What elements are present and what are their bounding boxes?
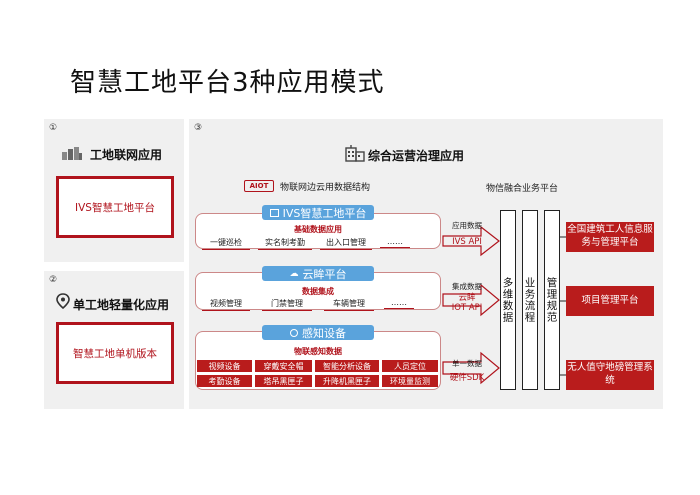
layer-cloud-item: 车辆管理 <box>324 298 374 311</box>
layer-sensor-item: 塔吊黑匣子 <box>255 375 312 387</box>
arrow-api: 硬件SDK <box>449 373 485 383</box>
output-worker-service-platform[interactable]: 全国建筑工人信息服务与管理平台 <box>566 222 654 252</box>
output-weighbridge-system[interactable]: 无人值守地磅管理系统 <box>566 360 654 390</box>
layer-ivs-sublabel: 基础数据应用 <box>294 225 342 234</box>
layer-sensor-item: 视频设备 <box>197 360 252 372</box>
column-multidim-data: 多维数据 <box>500 210 516 390</box>
layer-ivs-bar[interactable]: IVS智慧工地平台 <box>262 205 374 220</box>
arrow-api: IVS API <box>452 237 482 247</box>
layer-sensor-item: 人员定位 <box>382 360 438 372</box>
layer-cloud-item: 视频管理 <box>202 298 250 311</box>
arrow-label: 应用数据 <box>452 221 482 230</box>
layer-sensor-item: 考勤设备 <box>197 375 252 387</box>
layer-sensor-sublabel: 物联感知数据 <box>294 347 342 356</box>
layer-cloud-sublabel: 数据集成 <box>302 287 334 296</box>
layer-cloud-item: 门禁管理 <box>262 298 312 311</box>
mode-2-heading: 单工地轻量化应用 <box>73 298 170 312</box>
location-pin-icon <box>56 293 70 310</box>
page-title: 智慧工地平台3种应用模式 <box>70 68 385 98</box>
structure-label: 物联网边云用数据结构 <box>280 183 371 193</box>
building-icon <box>345 144 365 162</box>
mode-number-3: ③ <box>194 123 203 133</box>
standalone-version-box[interactable]: 智慧工地单机版本 <box>56 322 174 384</box>
layer-cloud-bar[interactable]: ☁ 云眸平台 <box>262 266 374 281</box>
layer-cloud-item: …… <box>384 298 414 309</box>
arrow-label: 单一数据 <box>452 359 482 368</box>
column-management-norms: 管理规范 <box>544 210 560 390</box>
layer-ivs-item: 实名制考勤 <box>258 237 312 250</box>
mode-number-1: ① <box>49 123 58 133</box>
layer-sensor-item: 穿戴安全帽 <box>255 360 312 372</box>
ivs-platform-box[interactable]: IVS智慧工地平台 <box>56 176 174 238</box>
layer-sensor-bar[interactable]: 感知设备 <box>262 325 374 340</box>
mode-number-2: ② <box>49 275 58 285</box>
business-platform-label: 物信融合业务平台 <box>486 184 559 194</box>
column-business-process: 业务流程 <box>522 210 538 390</box>
layer-sensor-item: 智能分析设备 <box>315 360 379 372</box>
layer-sensor-item: 升降机黑匣子 <box>315 375 379 387</box>
output-project-management-platform[interactable]: 项目管理平台 <box>566 286 654 316</box>
platform-icon <box>269 208 279 217</box>
arrow-api: 云眸 IOT API <box>451 293 483 314</box>
network-icon <box>61 145 83 160</box>
data-flow-arrows <box>442 225 500 385</box>
device-icon <box>290 328 298 337</box>
mode-3-heading: 综合运营治理应用 <box>368 149 465 163</box>
layer-ivs-item: 出入口管理 <box>320 237 372 250</box>
layer-ivs-item: …… <box>380 237 410 248</box>
aiot-badge: AIOT <box>244 180 274 192</box>
arrow-label: 集成数据 <box>452 282 482 291</box>
layer-ivs-item: 一键巡检 <box>202 237 250 250</box>
layer-sensor-item: 环境量监测 <box>382 375 438 387</box>
output-connectors <box>560 236 566 376</box>
mode-1-heading: 工地联网应用 <box>90 148 163 162</box>
cloud-icon: ☁ <box>289 268 299 279</box>
